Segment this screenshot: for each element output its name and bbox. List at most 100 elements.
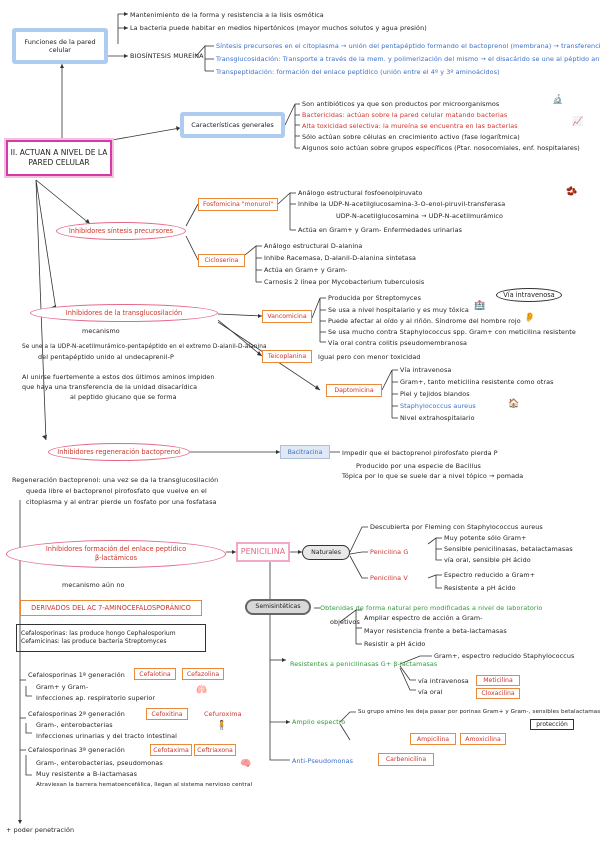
microscope-icon: 🔬 (552, 95, 564, 105)
bio-2: Transglucosidación: Transporte a través … (216, 55, 600, 63)
inhib-transgluco-label: Inhibidores de la transglucosilación (65, 309, 183, 317)
cic-2: Inhibe Racemasa, D-alanil-D-alanina sint… (264, 254, 417, 262)
kidney-icon: 🫘 (566, 187, 578, 197)
regen-1: Regeneración bactoprenol: una vez se da … (12, 476, 219, 484)
dap-2: Gram+, tanto meticilina resistente como … (400, 378, 554, 386)
func-2: La bacteria puede habitar en medios hipe… (130, 24, 427, 32)
semisinteticas-box: Semisintéticas (245, 599, 311, 615)
ampicilina-label: Ampicilina (416, 735, 450, 743)
res-2: vía intravenosa (418, 677, 469, 685)
cefazolina-label: Cefazolina (186, 670, 220, 678)
inhib-transgluco-oval: Inhibidores de la transglucosilación (30, 304, 218, 322)
van-1: Producida por Streptomyces (328, 294, 421, 302)
gen2-b: Infecciones urinarias y del tracto intes… (36, 732, 178, 740)
ear-icon: 👂 (524, 313, 536, 323)
objetivos-label: objetivos (330, 618, 360, 626)
bio-1: Síntesis precursores en el citoplasma → … (216, 42, 600, 50)
mec-3: Al unirse fuertemente a estos dos último… (22, 373, 215, 381)
ceftriaxona-label: Ceftriaxona (197, 746, 233, 754)
caract-box-label: Características generales (191, 121, 274, 129)
car-4: Sólo actúan sobre células en crecimiento… (302, 133, 520, 141)
gen1-a: Gram+ y Gram- (36, 683, 89, 691)
dap-1: Vía intravenosa (400, 366, 452, 374)
van-3: Puede afectar al oído y al riñón. Síndro… (328, 317, 521, 325)
penicilina-box: PENICILINA (236, 542, 290, 562)
bacitracina-label: Bacitracina (287, 448, 323, 456)
bac-2: Producido por una especie de Bacillus (356, 462, 481, 470)
bacitracina-box: Bacitracina (280, 445, 330, 459)
teicoplanina-box: Teicoplanina (262, 350, 312, 363)
house-icon: 🏠 (508, 399, 520, 409)
cefoxitina-label: Cefoxitina (151, 710, 183, 718)
amplio-label: Amplio espectro (292, 718, 346, 726)
main-title: II. ACTUAN A NIVEL DE LA PARED CELULAR (10, 148, 108, 167)
hospital-icon: 🏥 (474, 301, 486, 311)
carbenicilina-box: Carbenicilina (378, 753, 434, 766)
pen-g-label: Penicilina G (370, 548, 409, 556)
fos-1: Análogo estructural fosfoenolpiruvato (298, 189, 423, 197)
inhib-formacion-oval: Inhibidores formación del enlace peptídi… (6, 540, 226, 568)
dap-5: Nivel extrahospitalario (400, 414, 475, 422)
inhib-regen-oval: Inhibidores regeneración bactoprenol (48, 443, 190, 461)
mec-4: que haya una transferencia de la unidad … (22, 383, 198, 391)
pen-g-3: vía oral, sensible pH ácido (444, 556, 531, 564)
meticilina-label: Meticilina (483, 677, 513, 684)
cicloserina-label: Cicloserina (204, 257, 239, 264)
dap-3: Piel y tejidos blandos (400, 390, 470, 398)
cic-4: Carnosis 2 línea por Mycobacterium tuber… (264, 278, 425, 286)
cefotaxima-label: Cefotaxima (153, 746, 189, 754)
vancomicina-label: Vancomicina (267, 313, 307, 320)
obj-2: Mayor resistencia frente a beta-lactamas… (364, 627, 507, 635)
meticilina-box: Meticilina (476, 675, 520, 686)
pen-g-2: Sensible penicilinasas, betalactamasas (444, 545, 573, 553)
derivados-box: DERIVADOS DEL AC 7-AMINOCEFALOSPORÁNICO (20, 600, 202, 616)
penicilina-label: PENICILINA (240, 547, 286, 556)
cefalotina-label: Cefalotina (139, 670, 171, 678)
gen3-a: Gram-, enterobacterias, pseudomonas (36, 759, 163, 767)
car-1: Son antibióticos ya que son productos po… (302, 100, 500, 108)
amoxicilina-box: Amoxicilina (460, 733, 506, 745)
gen2-a: Gram-, enterobacterias (36, 721, 113, 729)
ampicilina-box: Ampicilina (410, 733, 456, 745)
van-2: Se usa a nivel hospitalario y es muy tóx… (328, 306, 469, 314)
via-intravenosa-oval: Vía intravenosa (496, 288, 562, 302)
semi-1: Obtenidas de forma natural pero modifica… (320, 604, 543, 612)
derivados-label: DERIVADOS DEL AC 7-AMINOCEFALOSPORÁNICO (31, 604, 191, 612)
amoxicilina-label: Amoxicilina (465, 735, 501, 743)
gen2-label: Cefalosporinas 2ª generación (28, 710, 125, 718)
mec-1: Se une a la UDP-N-acetilmurámico-pentapé… (22, 344, 267, 350)
inhib-formacion-label: Inhibidores formación del enlace peptídi… (45, 545, 187, 553)
naturales-box: Naturales (302, 545, 350, 560)
body-icon: 🧍 (216, 721, 228, 731)
pen-v-1: Espectro reducido a Gram+ (444, 571, 536, 579)
obj-1: Ampliar espectro de acción a Gram- (364, 614, 483, 622)
functions-box-label: Funciones de la pared celular (24, 38, 96, 54)
biosintesis-label: BIOSÍNTESIS MUREÍNA (130, 52, 204, 60)
inhib-regen-label: Inhibidores regeneración bactoprenol (57, 448, 181, 456)
obj-3: Resistir a pH ácido (364, 640, 426, 648)
amp-1: Su grupo amino les deja pasar por porina… (358, 709, 600, 715)
anti-pseudo-label: Anti-Pseudomonas (292, 757, 354, 765)
dap-4: Staphylococcus aureus (400, 402, 476, 410)
fos-2: Inhibe la UDP-N-acetilglucosamina-3-O-en… (298, 200, 506, 208)
mec-5: al peptido glucano que se forma (70, 393, 177, 401)
gen1-b: Infecciones ap. respiratorio superior (36, 694, 156, 702)
pen-v-2: Resistente a pH ácido (444, 584, 516, 592)
van-4: Se usa mucho contra Staphylococcus spp. … (328, 328, 576, 336)
growth-chart-icon: 📈 (572, 117, 584, 127)
semisinteticas-label: Semisintéticas (255, 603, 301, 610)
ceftriaxona-box: Ceftriaxona (194, 744, 236, 756)
func-1: Mantenimiento de la forma y resistencia … (130, 11, 324, 19)
bac-1: Impedir que el bactoprenol pirofosfato p… (342, 449, 498, 457)
lungs-icon: 🫁 (196, 685, 208, 695)
cefalotina-box: Cefalotina (134, 668, 176, 680)
tei-1: Igual pero con menor toxicidad (318, 353, 421, 361)
gen3-label: Cefalosporinas 3ª generación (28, 746, 125, 754)
functions-box: Funciones de la pared celular (12, 28, 108, 64)
cef-origin-2: Cefamicinas: las produce bacteria Strept… (21, 638, 167, 645)
vancomicina-box: Vancomicina (262, 310, 312, 323)
gen1-label: Cefalosporinas 1ª generación (28, 671, 125, 679)
daptomicina-box: Daptomicina (326, 384, 382, 397)
cef-origin-1: Cefalosporinas: las produce hongo Cephal… (21, 630, 176, 637)
cic-3: Actúa en Gram+ y Gram- (264, 266, 348, 274)
